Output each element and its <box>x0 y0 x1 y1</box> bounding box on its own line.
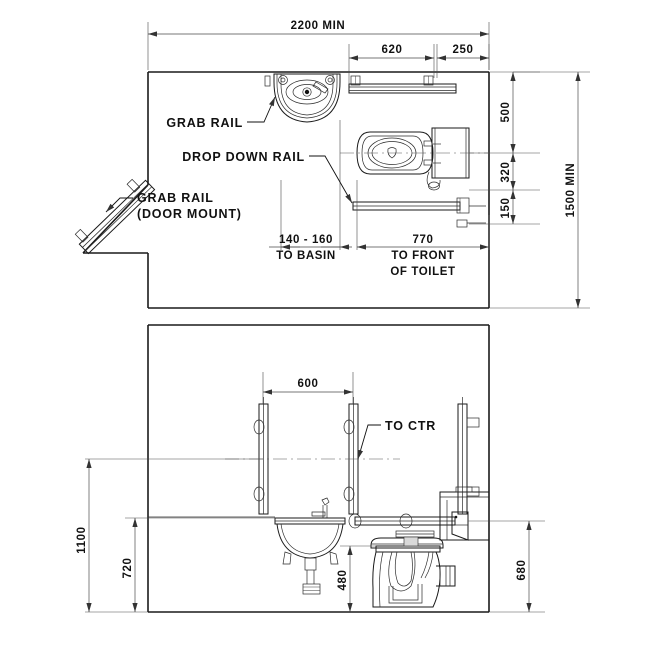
annotation-drop-down-rail-label: DROP DOWN RAIL <box>182 150 305 164</box>
dim-rail-offset-label: 250 <box>453 44 474 56</box>
dim-rail-to-wall-label: 500 <box>500 102 512 123</box>
annotation-door-grab-rail: GRAB RAIL (DOOR MOUNT) <box>105 191 242 221</box>
dim-seat-height-label: 480 <box>337 570 349 591</box>
plan-view: 2200 MIN 620 250 140 - 160 TO BASIN <box>74 20 590 309</box>
dim-to-basin-note: TO BASIN <box>276 250 336 262</box>
elevation-basin <box>148 497 346 595</box>
dim-toilet-centre-label: 320 <box>500 162 512 183</box>
dim-grab-rail-height-label: 680 <box>516 560 528 581</box>
plan-wall-grab-rail <box>264 75 457 94</box>
dim-overall-width: 2200 MIN <box>147 20 490 70</box>
dim-to-front-note1: TO FRONT <box>391 250 454 262</box>
dim-rail-centres: 600 <box>262 372 354 404</box>
annotation-door-grab-rail-line1: GRAB RAIL <box>137 191 214 205</box>
dim-rail-length-label: 620 <box>382 44 403 56</box>
dim-rail-centres-label: 600 <box>298 378 319 390</box>
dim-basin-height: 720 <box>122 517 275 612</box>
dim-rail-length: 620 <box>348 44 435 84</box>
dim-rail-height: 1100 <box>76 458 263 613</box>
dim-toilet-centre: 320 <box>469 153 540 191</box>
dim-rail-height-label: 1100 <box>76 526 88 553</box>
dim-rail-offset: 250 <box>436 44 490 78</box>
annotation-drop-down-rail: DROP DOWN RAIL <box>182 150 353 204</box>
dim-to-front-of-toilet: 770 TO FRONT OF TOILET <box>356 180 490 278</box>
plan-door-grab-rail <box>74 178 156 255</box>
annotation-grab-rail: GRAB RAIL <box>166 96 276 130</box>
dim-to-basin: 140 - 160 TO BASIN <box>269 120 352 262</box>
annotation-to-ctr-label: TO CTR <box>385 419 436 433</box>
dim-grab-rail-height: 680 <box>468 520 545 613</box>
dim-overall-width-label: 2200 MIN <box>291 20 346 32</box>
dim-to-basin-value: 140 - 160 <box>279 234 333 246</box>
elevation-view: 600 TO CTR 1100 720 480 <box>76 324 545 613</box>
dim-overall-depth-label: 1500 MIN <box>565 163 577 218</box>
plan-drop-down-rail <box>352 197 486 228</box>
annotation-grab-rail-label: GRAB RAIL <box>166 116 243 130</box>
elevation-walls <box>147 324 490 613</box>
dim-drop-rail: 150 <box>469 190 540 225</box>
dim-overall-depth: 1500 MIN <box>489 71 590 309</box>
elevation-cistern <box>439 486 490 541</box>
dim-drop-rail-label: 150 <box>500 198 512 219</box>
dim-seat-height: 480 <box>337 545 376 612</box>
elevation-toilet-pan <box>370 530 456 608</box>
dim-basin-height-label: 720 <box>122 558 134 579</box>
annotation-to-ctr: TO CTR <box>357 419 436 460</box>
annotation-door-grab-rail-line2: (DOOR MOUNT) <box>137 207 242 221</box>
dim-to-front-value: 770 <box>413 234 434 246</box>
dim-to-front-note2: OF TOILET <box>390 266 455 278</box>
plan-basin <box>273 73 341 123</box>
